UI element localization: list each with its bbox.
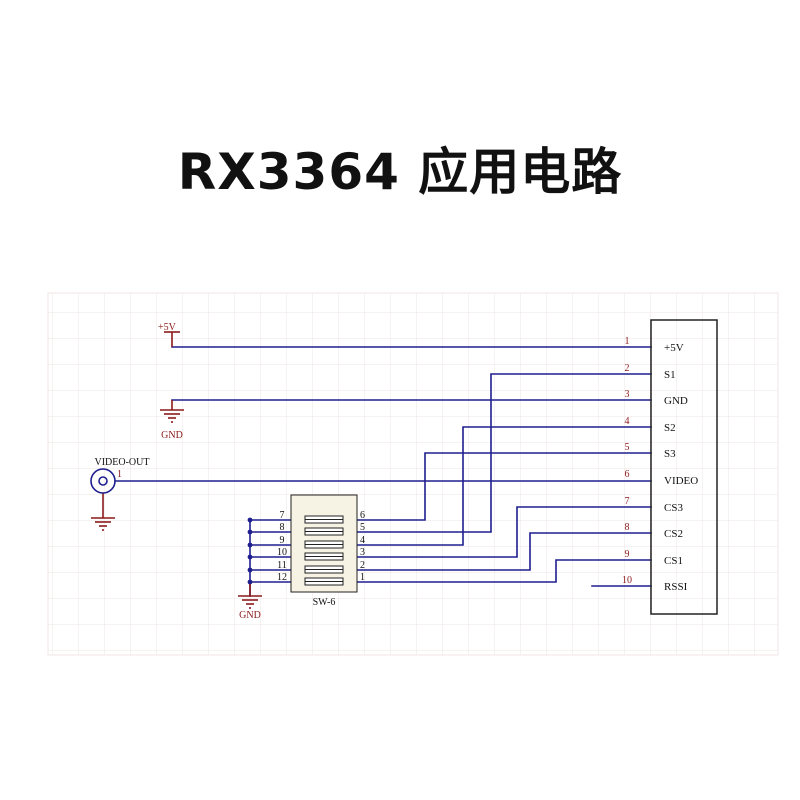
video-out-label: VIDEO-OUT: [95, 457, 150, 468]
connector-pin-name: GND: [664, 395, 688, 407]
connector-pin-number: 9: [625, 549, 630, 560]
wire-switch-pin4-to-s2: [356, 426, 652, 546]
gnd-symbol-video: [91, 517, 115, 531]
switch-right-pin-number: 5: [360, 522, 365, 533]
connector-pin-number: 10: [622, 575, 632, 586]
connector-pin-number: 8: [625, 522, 630, 533]
connector-pin-name: CS1: [664, 555, 683, 567]
wire-switch-pin6-to-s3: [356, 452, 652, 521]
wire-switch-pin3-to-cs3: [356, 506, 652, 558]
switch-left-pin-number: 8: [280, 522, 285, 533]
connector-pin-number: 7: [625, 496, 630, 507]
connector-pin-name: CS3: [664, 502, 683, 514]
switch-right-pin-number: 3: [360, 547, 365, 558]
coax-center-pin: [98, 476, 108, 486]
switch-right-pin-number: 6: [360, 510, 365, 521]
switch-label: SW-6: [313, 597, 336, 608]
connector-pin-name: S1: [664, 369, 676, 381]
schematic-grid: [47, 292, 779, 656]
switch-right-pin-number: 4: [360, 535, 365, 546]
connector-pin-name: CS2: [664, 528, 683, 540]
gnd-label-top: GND: [161, 430, 183, 441]
gnd-symbol-top: [160, 409, 184, 423]
connector-pin-number: 3: [625, 389, 630, 400]
switch-left-pin-number: 10: [277, 547, 287, 558]
connector-box: [650, 319, 718, 615]
connector-pin-number: 1: [625, 336, 630, 347]
coax-outer-ring: [90, 468, 116, 494]
page-title: RX3364 应用电路: [177, 143, 623, 201]
switch-left-pin-number: 7: [280, 510, 285, 521]
power-group: [91, 331, 262, 609]
gnd-symbol-switch: [238, 595, 262, 609]
video-out-pin-number: 1: [117, 469, 122, 480]
switch-left-pin-number: 11: [277, 560, 287, 571]
connector-pin-name: RSSI: [664, 581, 688, 593]
switch-left-pin-number: 12: [277, 572, 287, 583]
switch-right-pin-number: 2: [360, 560, 365, 571]
switch-levers: [304, 515, 344, 586]
switch-right-pin-number: 1: [360, 572, 365, 583]
connector-pin-name: VIDEO: [664, 475, 698, 487]
connector-pin-number: 6: [625, 469, 630, 480]
connector-pin-name: S2: [664, 422, 676, 434]
connector-pin-number: 5: [625, 442, 630, 453]
connector-pin-name: S3: [664, 448, 676, 460]
connector-pin-number: 2: [625, 363, 630, 374]
wire-group: [114, 346, 652, 597]
connector-pin-number: 4: [625, 416, 630, 427]
coax-connector-symbol: [90, 468, 116, 494]
wire-switch-pin1-to-cs1: [356, 559, 652, 583]
wire-switch-pin2-to-cs2: [356, 532, 652, 571]
power-5v-label: +5V: [158, 322, 177, 333]
gnd-label-switch: GND: [239, 610, 261, 621]
switch-left-pin-number: 9: [280, 535, 285, 546]
connector-pin-name: +5V: [664, 342, 684, 354]
